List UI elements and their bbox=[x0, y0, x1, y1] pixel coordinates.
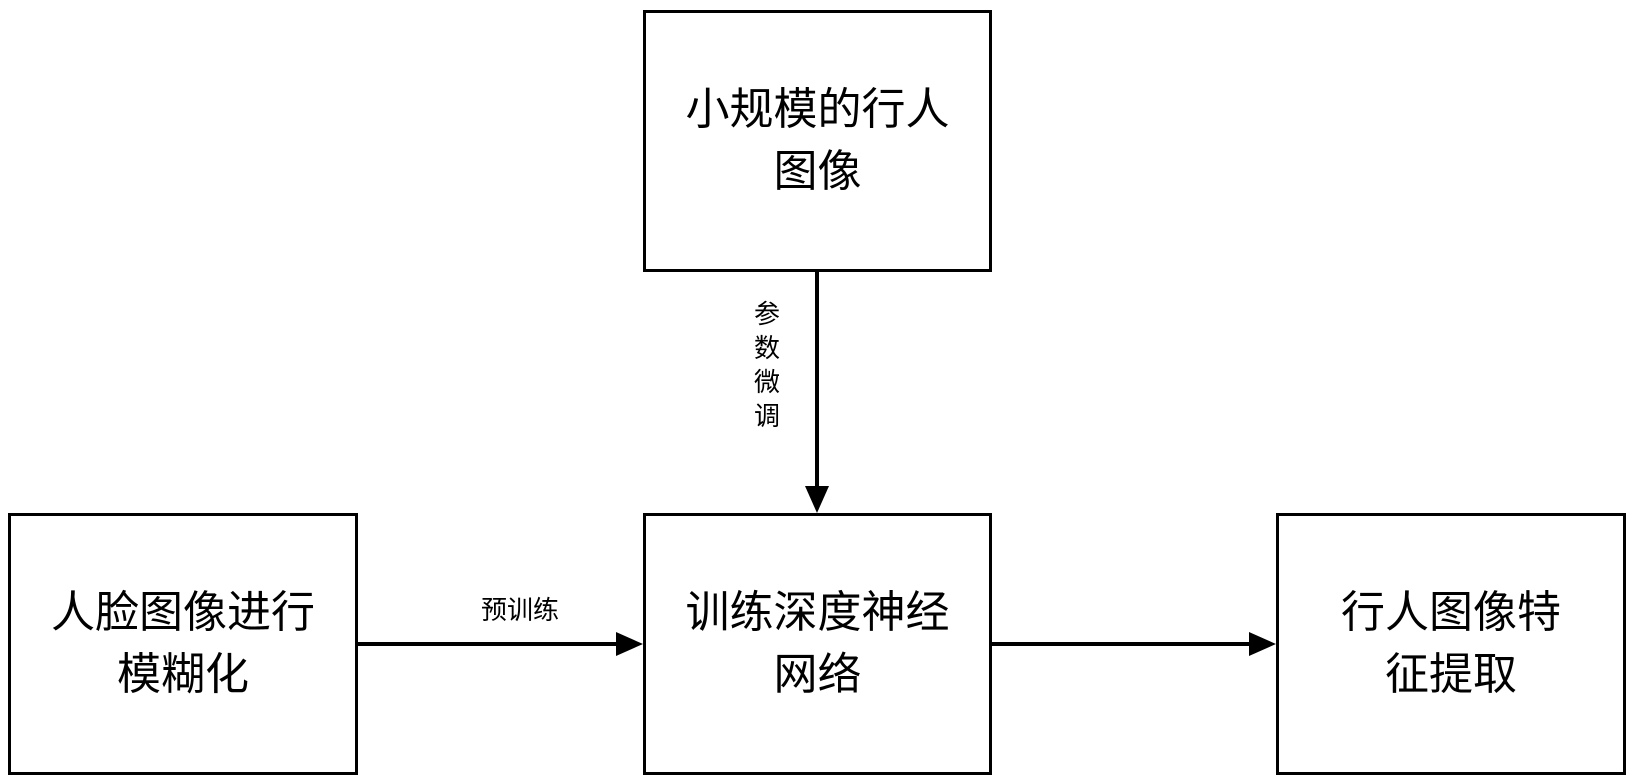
arrow-output-head bbox=[1249, 632, 1276, 656]
arrow-pretrain-head bbox=[616, 632, 643, 656]
edge-label-finetune: 参 数 微 调 bbox=[752, 298, 782, 434]
edge-label-pretrain: 预训练 bbox=[440, 590, 600, 627]
node-train-dnn: 训练深度神经 网络 bbox=[643, 513, 992, 775]
node-label: 小规模的行人 图像 bbox=[686, 79, 950, 203]
node-small-pedestrian-images: 小规模的行人 图像 bbox=[643, 10, 992, 272]
node-label: 人脸图像进行 模糊化 bbox=[51, 582, 315, 706]
node-face-blurring: 人脸图像进行 模糊化 bbox=[8, 513, 358, 775]
node-feature-extraction: 行人图像特 征提取 bbox=[1276, 513, 1626, 775]
node-label: 训练深度神经 网络 bbox=[686, 582, 950, 706]
arrow-finetune-head bbox=[805, 486, 829, 513]
node-label: 行人图像特 征提取 bbox=[1341, 582, 1561, 706]
